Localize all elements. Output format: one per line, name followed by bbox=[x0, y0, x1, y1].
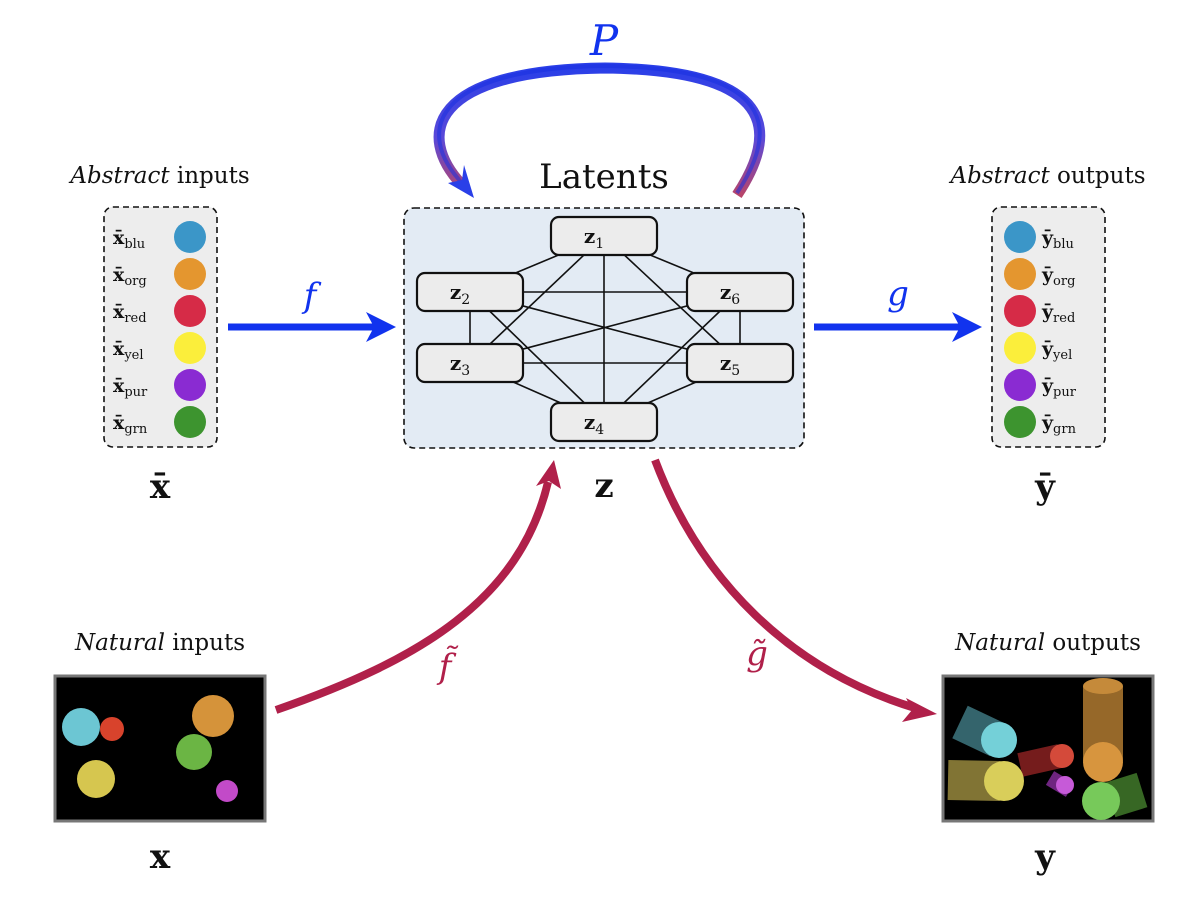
arrow-f-tilde-label: f̃ bbox=[436, 646, 460, 687]
latent-node-label: z1 bbox=[584, 224, 604, 252]
latents-symbol: z bbox=[594, 466, 613, 506]
natural-inputs-balls bbox=[62, 695, 238, 802]
edge-z2-z4 bbox=[469, 291, 605, 423]
abstract_inputs-dot-org bbox=[174, 258, 206, 290]
edge-z1-z3 bbox=[469, 235, 605, 364]
abstract_outputs-dot-org bbox=[1004, 258, 1036, 290]
latents: Latents z1 z2 z3 z4 z5 z6 z bbox=[403, 157, 805, 506]
abstract_outputs-label-red: ȳred bbox=[1041, 301, 1075, 326]
abstract_outputs-dot-red bbox=[1004, 295, 1036, 327]
abstract_inputs-dot-yel bbox=[174, 332, 206, 364]
abstract_outputs-label-grn: ȳgrn bbox=[1041, 412, 1077, 437]
latent-graph-nodes: z1 z2 z3 z4 z5 z6 bbox=[415, 215, 795, 443]
arrow-f-label: f bbox=[301, 276, 322, 316]
abstract_outputs-label-yel: ȳyel bbox=[1041, 338, 1072, 363]
abstract_outputs-dot-yel bbox=[1004, 332, 1036, 364]
abstract_inputs-dot-grn bbox=[174, 406, 206, 438]
latent-node-z4: z4 bbox=[549, 401, 659, 443]
arrow-g-tilde-label: g̃ bbox=[746, 634, 768, 674]
natural-inputs: Natural inputs x bbox=[53, 630, 267, 877]
abstract_inputs-dot-blu bbox=[174, 221, 206, 253]
abstract_outputs-label-org: ȳorg bbox=[1041, 264, 1075, 289]
natural-inputs-symbol: x bbox=[150, 837, 171, 877]
abstract-inputs: Abstract inputs x̄blu x̄org x̄red x̄yel x̄pu… bbox=[68, 163, 249, 507]
abstract_outputs-label-pur: ȳpur bbox=[1041, 375, 1077, 400]
arrow-f: f bbox=[228, 276, 396, 342]
abstract_outputs-dot-grn bbox=[1004, 406, 1036, 438]
arrow-g: g bbox=[814, 274, 982, 342]
abstract_inputs-label-red: x̄red bbox=[113, 301, 147, 326]
abstract-outputs-caption: Abstract outputs bbox=[948, 163, 1145, 189]
latent-node-label: z6 bbox=[720, 280, 740, 308]
latent-node-label: z5 bbox=[720, 351, 740, 379]
arrow-p-label: P bbox=[589, 16, 619, 65]
arrow-g-tilde: g̃ bbox=[651, 458, 937, 722]
natural-outputs-symbol: y bbox=[1034, 837, 1056, 877]
arrow-p: P bbox=[433, 16, 766, 199]
abstract_outputs-dot-pur bbox=[1004, 369, 1036, 401]
latent-node-label: z2 bbox=[450, 280, 470, 308]
abstract-inputs-symbol: x̄ bbox=[150, 467, 171, 507]
abstract_inputs-label-blu: x̄blu bbox=[113, 227, 145, 252]
latent-node-z2: z2 bbox=[415, 271, 525, 313]
latent-node-label: z4 bbox=[584, 410, 604, 438]
natural-inputs-caption: Natural inputs bbox=[74, 630, 245, 656]
abstract_inputs-dot-red bbox=[174, 295, 206, 327]
abstract-outputs: Abstract outputs ȳblu ȳorg ȳred ȳyel ȳpur ȳgr… bbox=[948, 163, 1145, 507]
latent-node-z5: z5 bbox=[685, 342, 795, 384]
arrow-g-label: g bbox=[887, 274, 909, 314]
abstract-inputs-caption: Abstract inputs bbox=[68, 163, 249, 189]
abstract-outputs-symbol: ȳ bbox=[1034, 467, 1056, 507]
abstract_inputs-label-yel: x̄yel bbox=[113, 338, 144, 363]
latent-node-z6: z6 bbox=[685, 271, 795, 313]
abstract_inputs-label-grn: x̄grn bbox=[113, 412, 148, 437]
abstract_inputs-label-org: x̄org bbox=[113, 264, 147, 289]
abstract_outputs-label-blu: ȳblu bbox=[1041, 227, 1074, 252]
latent-node-z3: z3 bbox=[415, 342, 525, 384]
abstract-inputs-list: x̄blu x̄org x̄red x̄yel x̄pur x̄grn bbox=[113, 221, 206, 438]
latent-node-z1: z1 bbox=[549, 215, 659, 257]
natural-outputs-cylinders bbox=[947, 678, 1148, 820]
edge-z4-z6 bbox=[603, 291, 741, 423]
arrow-f-tilde: f̃ bbox=[274, 460, 561, 714]
edge-z1-z5 bbox=[603, 235, 741, 364]
abstract_inputs-label-pur: x̄pur bbox=[113, 375, 148, 400]
natural-outputs: Natural outputs y bbox=[941, 630, 1155, 877]
abstract-outputs-list: ȳblu ȳorg ȳred ȳyel ȳpur ȳgrn bbox=[1004, 221, 1077, 438]
latent-node-label: z3 bbox=[450, 351, 470, 379]
abstract_inputs-dot-pur bbox=[174, 369, 206, 401]
abstract_outputs-dot-blu bbox=[1004, 221, 1036, 253]
latents-title: Latents bbox=[539, 157, 669, 197]
natural-outputs-caption: Natural outputs bbox=[954, 630, 1141, 656]
